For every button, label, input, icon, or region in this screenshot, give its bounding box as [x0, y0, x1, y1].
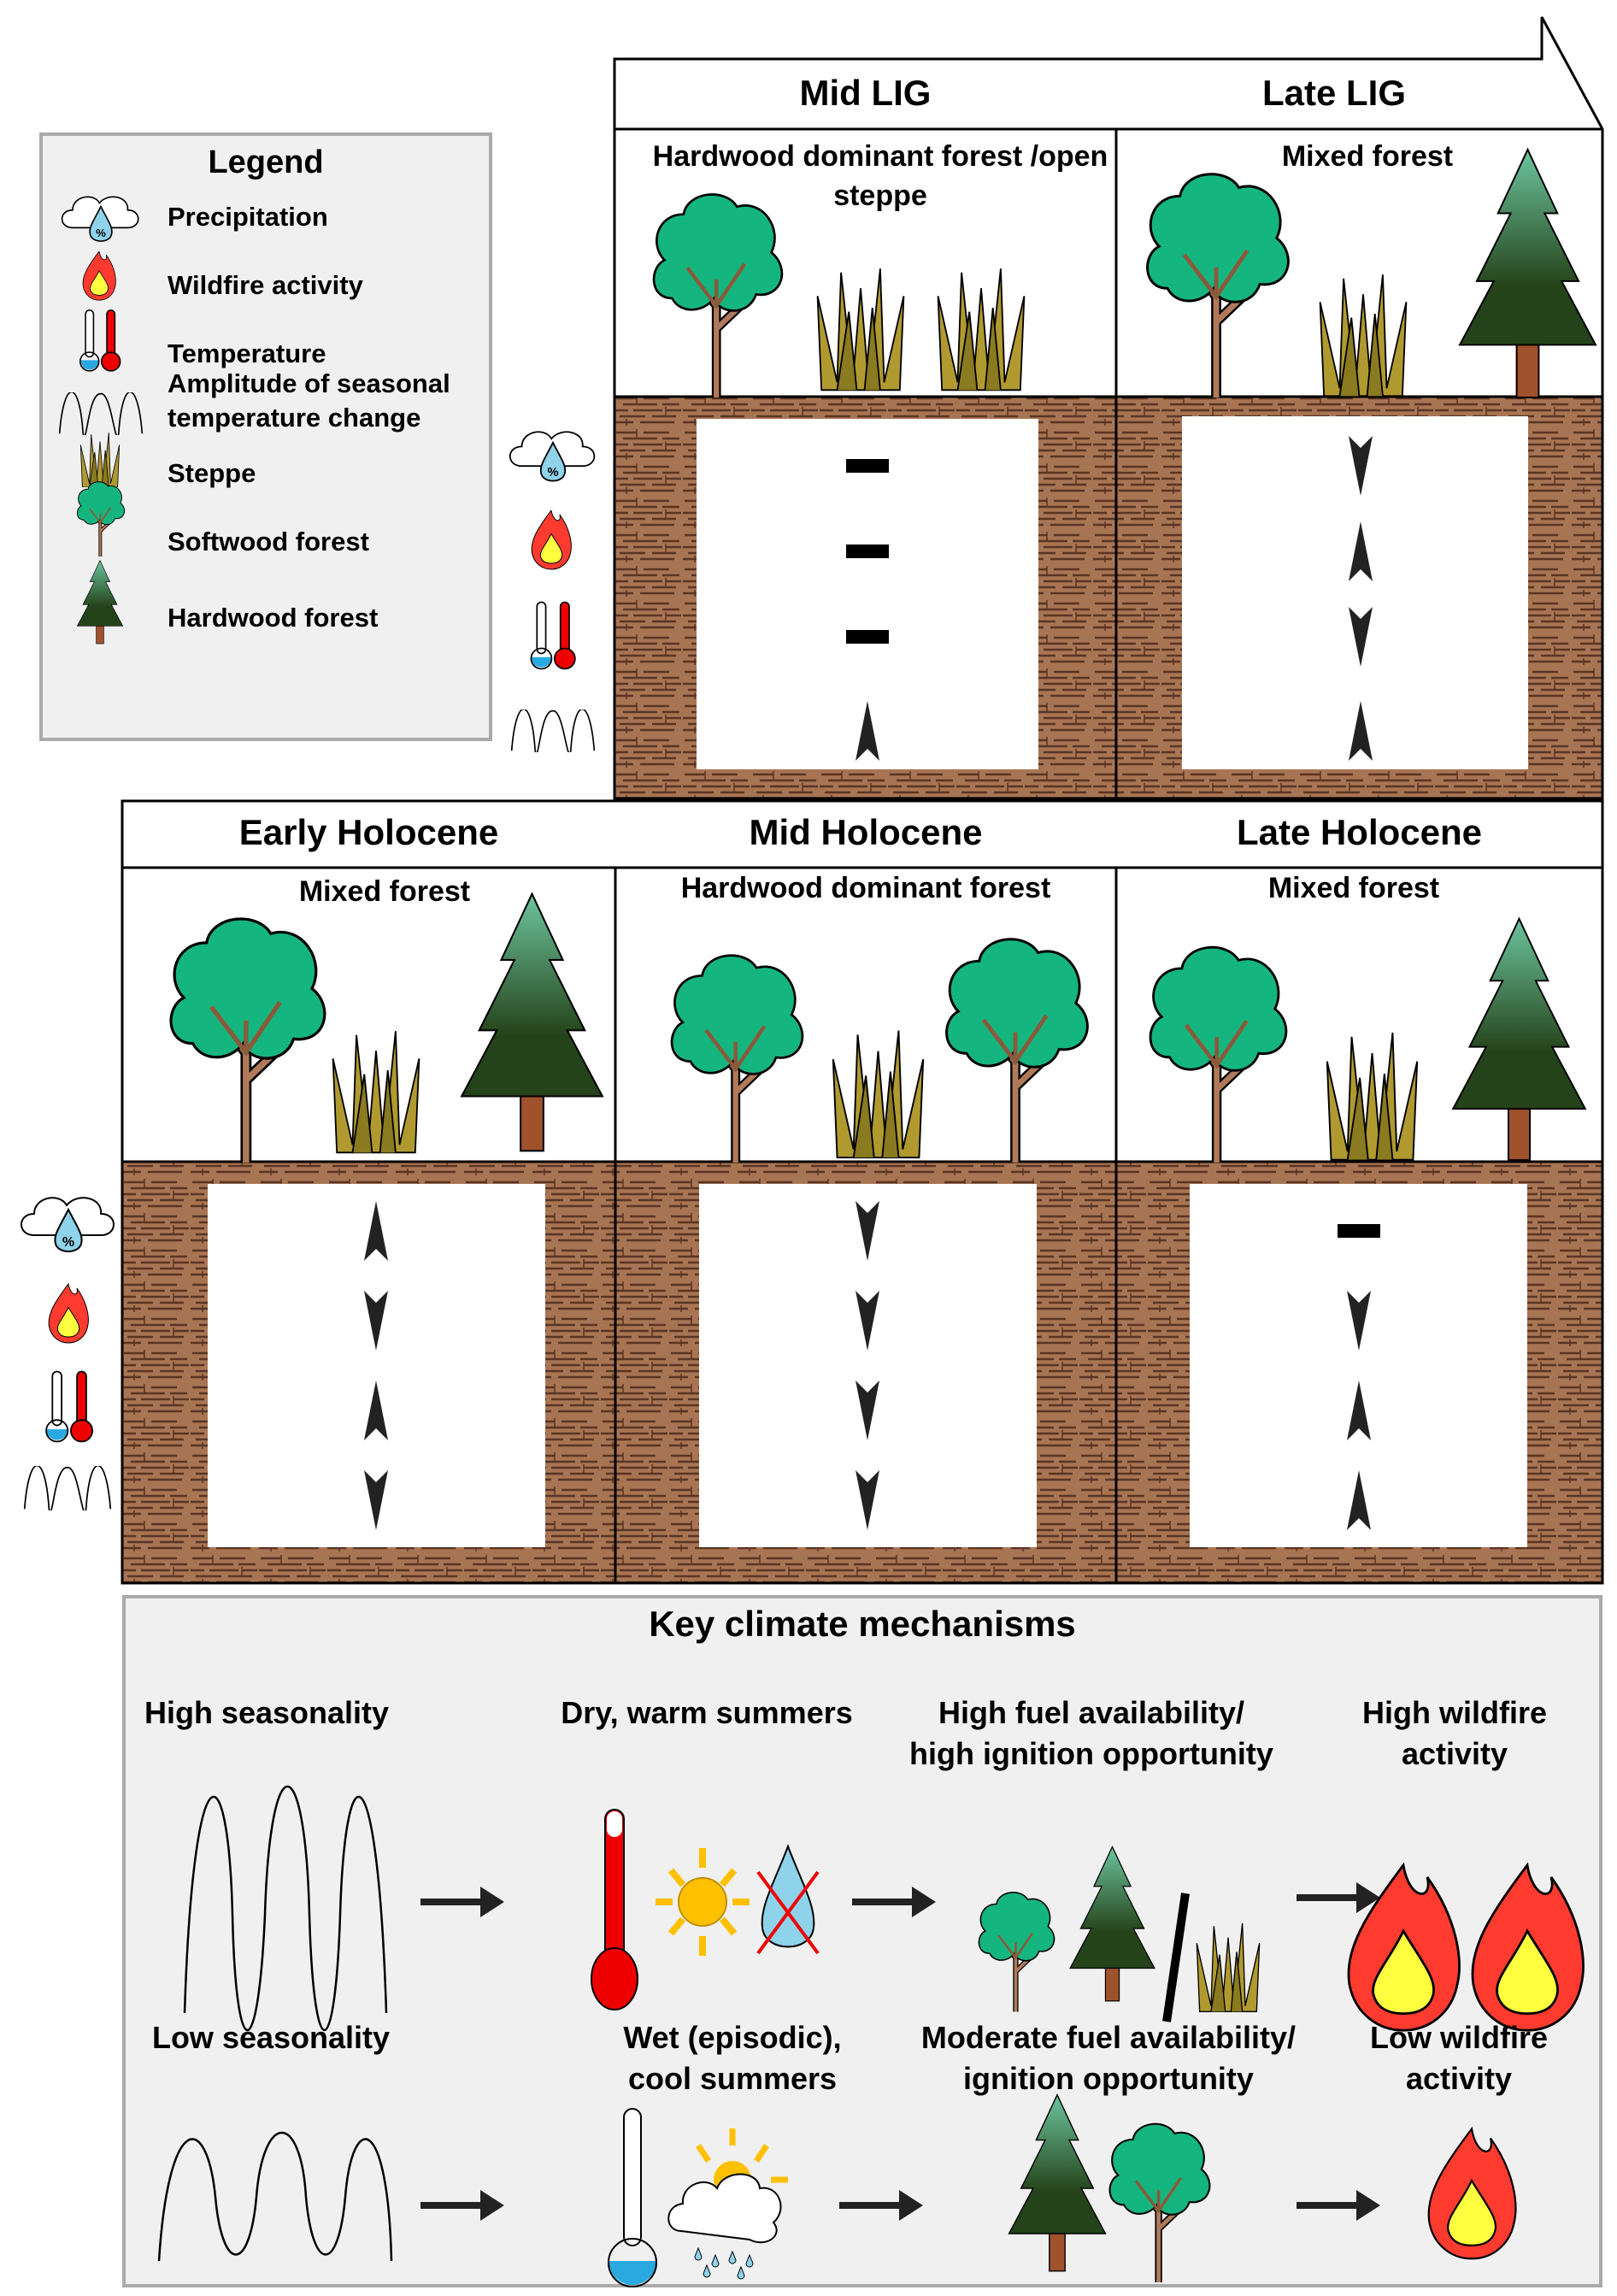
arrow-icon [852, 1887, 936, 1917]
hardwood-tree-icon [1006, 2084, 1108, 2281]
high-fuel-label: High fuel availability/ high ignition op… [909, 1695, 1273, 1771]
trend-down-arrow [856, 1381, 879, 1440]
hardwood-tree [457, 880, 607, 1163]
arrow-icon [420, 1887, 504, 1917]
trend-down-arrow [856, 1291, 879, 1351]
trend-down-arrow [856, 1201, 879, 1261]
softwood-tree [637, 945, 838, 1163]
softwood-tree-icon [1100, 2116, 1220, 2282]
trend-down-arrow [1349, 607, 1373, 667]
vegetation-late-lig: Mixed forest [1281, 140, 1454, 173]
softwood-tree-icon [73, 478, 129, 556]
temperature-icon [43, 1368, 97, 1445]
seasonal-wave-icon [58, 392, 144, 435]
wildfire-icon [530, 510, 573, 570]
legend-label-precipitation: Precipitation [168, 202, 328, 232]
legend-label-softwood: Softwood forest [168, 527, 369, 556]
steppe-grass [814, 256, 908, 398]
softwood-tree [914, 927, 1120, 1163]
trend-none-marker [846, 630, 889, 644]
legend-label-wildfire: Wildfire activity [168, 270, 363, 300]
steppe-icon [1194, 1915, 1262, 2017]
hardwood-tree [1444, 915, 1594, 1163]
period-title-late-holocene: Late Holocene [1236, 812, 1483, 852]
vegetation-late-holocene: Mixed forest [1267, 872, 1440, 904]
seasonal-wave-icon [506, 709, 600, 752]
trend-down-arrow [856, 1470, 879, 1530]
trend-panel-late-lig [1182, 416, 1528, 769]
wildfire-icon [47, 1282, 90, 1345]
softwood-tree-icon [972, 1872, 1061, 2026]
low-fire-icon [1425, 2107, 1519, 2282]
vegetation-early-holocene: Mixed forest [298, 875, 471, 908]
steppe-grass [1316, 269, 1410, 397]
dry-warm-summers-label: Dry, warm summers [561, 1695, 853, 1730]
arrow-icon [839, 2190, 923, 2221]
legend-label-hardwood: Hardwood forest [168, 603, 379, 633]
trend-none-marker [846, 459, 889, 473]
high-seasonality-wave-icon [183, 1785, 388, 2032]
vegetation-mid-lig: Hardwood dominant forest /open steppe [652, 140, 1108, 212]
period-title-mid-holocene: Mid Holocene [749, 812, 983, 852]
vegetation-mid-holocene: Hardwood dominant forest [680, 872, 1051, 904]
trend-none-marker [846, 545, 889, 558]
legend-label-temperature: Temperature [168, 339, 326, 368]
precipitation-icon [506, 423, 600, 486]
steppe-grass [329, 1017, 423, 1163]
trend-up-arrow [364, 1381, 388, 1440]
wildfire-icon [81, 251, 117, 301]
softwood-tree [620, 184, 816, 397]
sun-icon [656, 1848, 750, 1956]
seasonal-wave-icon [17, 1466, 118, 1510]
trend-up-arrow [856, 701, 879, 761]
thermometer-cold-icon [608, 2108, 657, 2287]
trend-down-arrow [1349, 436, 1373, 496]
trend-up-arrow [1347, 1470, 1371, 1530]
trend-down-arrow [1347, 1291, 1371, 1351]
softwood-tree [1115, 162, 1320, 397]
arrow-icon [420, 2190, 504, 2221]
period-title-early-holocene: Early Holocene [238, 812, 499, 852]
precipitation-icon [58, 189, 144, 245]
precipitation-icon [17, 1188, 120, 1257]
steppe-grass [829, 1021, 927, 1163]
legend-label-amplitude: Amplitude of seasonal temperature change [168, 368, 450, 433]
wet-cool-summers-label: Wet (episodic), cool summers [623, 2020, 842, 2096]
thermometer-hot-icon [591, 1809, 638, 2010]
trend-up-arrow [1347, 1381, 1371, 1440]
cloud-rain-sun-icon [667, 2128, 788, 2280]
softwood-tree [1118, 936, 1319, 1163]
hardwood-tree [1453, 145, 1602, 400]
temperature-icon [528, 598, 579, 672]
low-wildfire-label: Low wildfire activity [1369, 2020, 1548, 2096]
trend-down-arrow [364, 1470, 388, 1530]
hardwood-tree-icon [75, 559, 125, 645]
period-title-mid-lig: Mid LIG [799, 73, 932, 113]
legend-label-steppe: Steppe [168, 458, 256, 488]
low-seasonality-label: Low seasonality [151, 2020, 391, 2055]
trend-up-arrow [364, 1201, 388, 1261]
legend-box: Legend Precipitation Wildfire activity T… [39, 132, 492, 741]
trend-none-marker [1338, 1224, 1380, 1238]
low-seasonality-wave-icon [157, 2131, 393, 2262]
trend-down-arrow [364, 1291, 388, 1351]
period-title-late-lig: Late LIG [1261, 73, 1407, 113]
high-seasonality-label: High seasonality [144, 1695, 390, 1730]
legend-title: Legend [208, 144, 324, 180]
hardwood-tree-icon [1067, 1821, 1157, 2026]
steppe-grass [934, 256, 1028, 398]
key-mechanisms-box: Key climate mechanisms High seasonality … [122, 1595, 1602, 2287]
high-wildfire-label: High wildfire activity [1362, 1695, 1547, 1771]
trend-up-arrow [1349, 521, 1373, 581]
moderate-fuel-label: Moderate fuel availability/ ignition opp… [920, 2020, 1297, 2096]
steppe-grass [1323, 1026, 1421, 1163]
key-title: Key climate mechanisms [649, 1604, 1076, 1644]
arrow-icon [1297, 2190, 1380, 2221]
no-rain-drop-icon [756, 1844, 820, 1955]
temperature-icon [77, 307, 125, 374]
arrow-icon [1297, 1882, 1380, 1913]
trend-up-arrow [1349, 701, 1373, 761]
slash-divider [1162, 1893, 1190, 2022]
